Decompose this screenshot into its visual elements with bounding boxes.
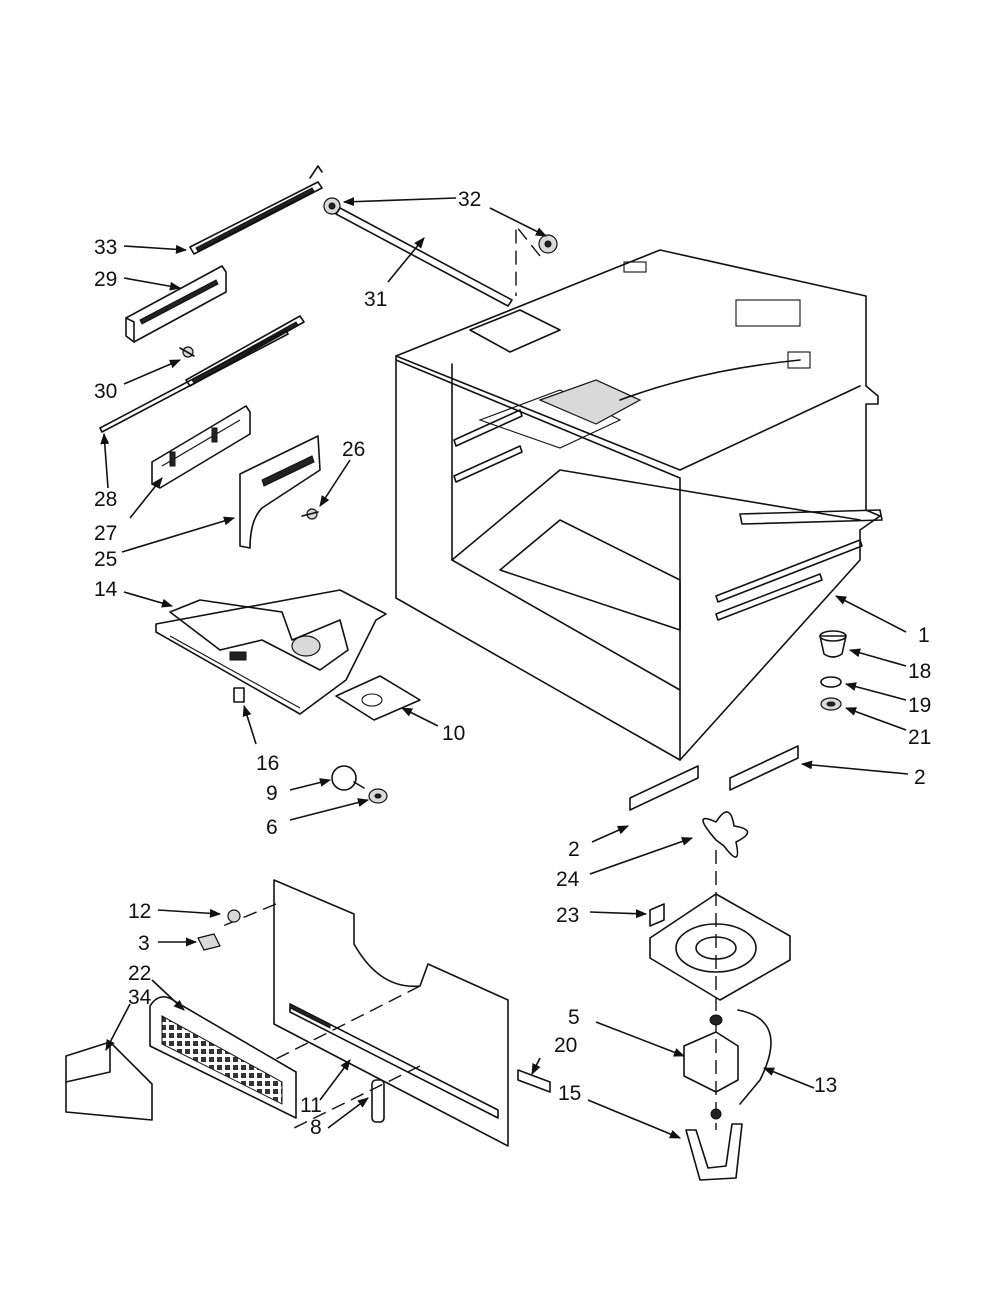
callout-2-right: 2 <box>914 766 926 789</box>
wire-harness-part-13 <box>737 1009 772 1105</box>
callout-3: 3 <box>138 932 150 955</box>
grille-part-22 <box>149 996 297 1119</box>
callout-29: 29 <box>94 268 117 291</box>
callout-6: 6 <box>266 816 278 839</box>
alignment-line-upper <box>273 985 421 1061</box>
callout-18: 18 <box>908 660 931 683</box>
gear-part-32-top <box>323 197 341 215</box>
rod-part-28 <box>99 329 289 433</box>
trim-part-2-left <box>629 765 699 811</box>
screw-part-12 <box>227 909 241 923</box>
callout-31: 31 <box>364 288 387 311</box>
trim-part-2-right <box>729 745 799 791</box>
screw-part-30 <box>179 346 195 358</box>
socket-part-6 <box>368 788 388 804</box>
callout-33: 33 <box>94 236 117 259</box>
toe-panel-part-11 <box>273 879 509 1147</box>
callout-10: 10 <box>442 722 465 745</box>
motor-bracket-part-15 <box>685 1108 743 1181</box>
callout-21: 21 <box>908 726 931 749</box>
callout-28: 28 <box>94 488 117 511</box>
gear-part-32-right <box>515 224 558 296</box>
callout-5: 5 <box>568 1006 580 1029</box>
callout-16: 16 <box>256 752 279 775</box>
tray-part-14 <box>155 589 387 715</box>
pad-part-10 <box>335 675 421 721</box>
callout-19: 19 <box>908 694 931 717</box>
callout-30: 30 <box>94 380 117 403</box>
clip-part-16 <box>233 687 245 703</box>
cover-part-34 <box>65 1041 153 1121</box>
fan-blade-part-24 <box>702 811 749 858</box>
callout-1: 1 <box>918 624 930 647</box>
callout-20: 20 <box>554 1034 577 1057</box>
support-part-25 <box>239 435 321 549</box>
callout-34: 34 <box>128 986 152 1009</box>
alignment-line-screw <box>217 903 277 929</box>
cabinet-liner-part-1 <box>395 249 883 761</box>
callout-12: 12 <box>128 900 151 923</box>
screw-part-26 <box>301 508 319 520</box>
clip-nut-part-3 <box>197 933 221 951</box>
bulb-part-9 <box>331 765 365 791</box>
callout-25: 25 <box>94 548 117 571</box>
bracket-part-27 <box>151 405 251 489</box>
callout-14: 14 <box>94 578 118 601</box>
slide-rail-part-33 <box>189 165 323 255</box>
callout-15: 15 <box>558 1082 581 1105</box>
callout-22: 22 <box>128 962 151 985</box>
clip-part-8 <box>371 1079 385 1123</box>
slide-bracket-part-29 <box>125 265 227 343</box>
fan-shroud-part-23 <box>649 893 791 1001</box>
callout-8: 8 <box>310 1116 322 1139</box>
callout-2-left: 2 <box>568 838 580 861</box>
callout-9: 9 <box>266 782 278 805</box>
callout-27: 27 <box>94 522 117 545</box>
washer-part-21 <box>820 697 842 711</box>
ring-part-19 <box>820 676 842 688</box>
seal-strip-part-20 <box>517 1069 551 1093</box>
callout-32: 32 <box>458 188 481 211</box>
callout-24: 24 <box>556 868 580 891</box>
cup-part-18 <box>819 630 847 658</box>
callout-11: 11 <box>300 1094 322 1117</box>
shaft-part-31 <box>335 207 513 307</box>
leader-lines <box>100 197 909 1139</box>
callout-13: 13 <box>814 1074 837 1097</box>
callout-26: 26 <box>342 438 365 461</box>
alignment-line-lower <box>293 1065 421 1129</box>
callout-23: 23 <box>556 904 579 927</box>
motor-part-5 <box>683 1014 739 1093</box>
